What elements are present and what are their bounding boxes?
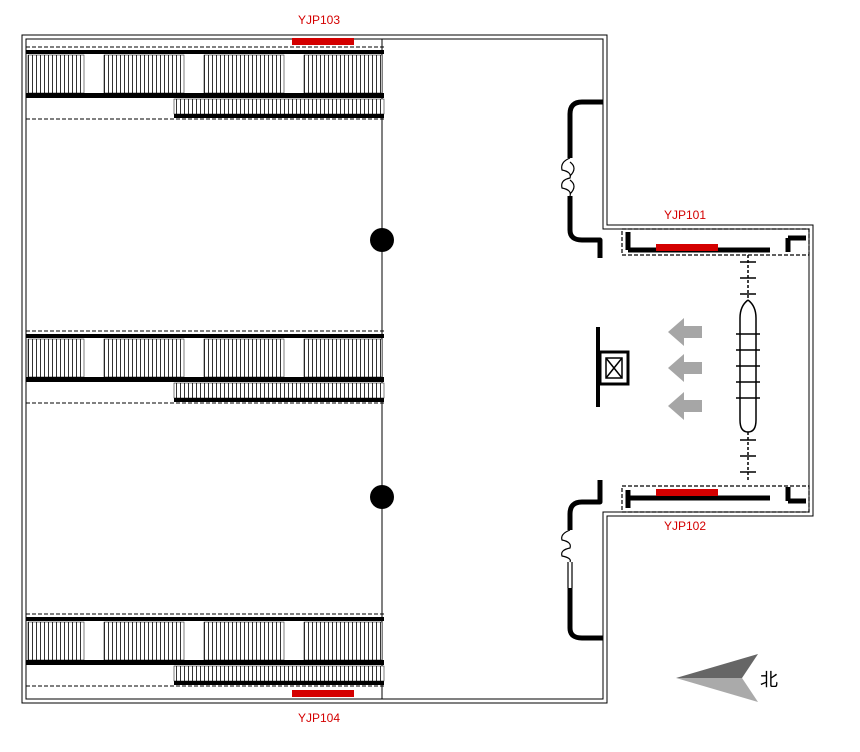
- north-label: 北: [760, 670, 778, 691]
- passage-outline: [621, 228, 810, 256]
- exit-marker-yjp103: [292, 38, 354, 45]
- stair-group-top: [26, 46, 385, 120]
- direction-arrow-icon: [668, 318, 702, 420]
- fare-gates: [736, 255, 760, 480]
- exit-marker-yjp101: [656, 244, 718, 251]
- label-yjp102: YJP102: [664, 519, 706, 533]
- door-symbol: [561, 157, 575, 588]
- elevator-icon: [596, 327, 630, 407]
- exit-marker-yjp102: [656, 489, 718, 496]
- label-yjp104: YJP104: [298, 711, 340, 725]
- label-yjp103: YJP103: [298, 13, 340, 27]
- passage-outline: [621, 485, 810, 513]
- compass-arrow-icon: [676, 654, 758, 702]
- stair-group-middle: [26, 330, 385, 404]
- column: [370, 228, 394, 252]
- stair-group-bottom: [26, 613, 385, 687]
- label-yjp101: YJP101: [664, 208, 706, 222]
- exit-marker-yjp104: [292, 690, 354, 697]
- column: [370, 485, 394, 509]
